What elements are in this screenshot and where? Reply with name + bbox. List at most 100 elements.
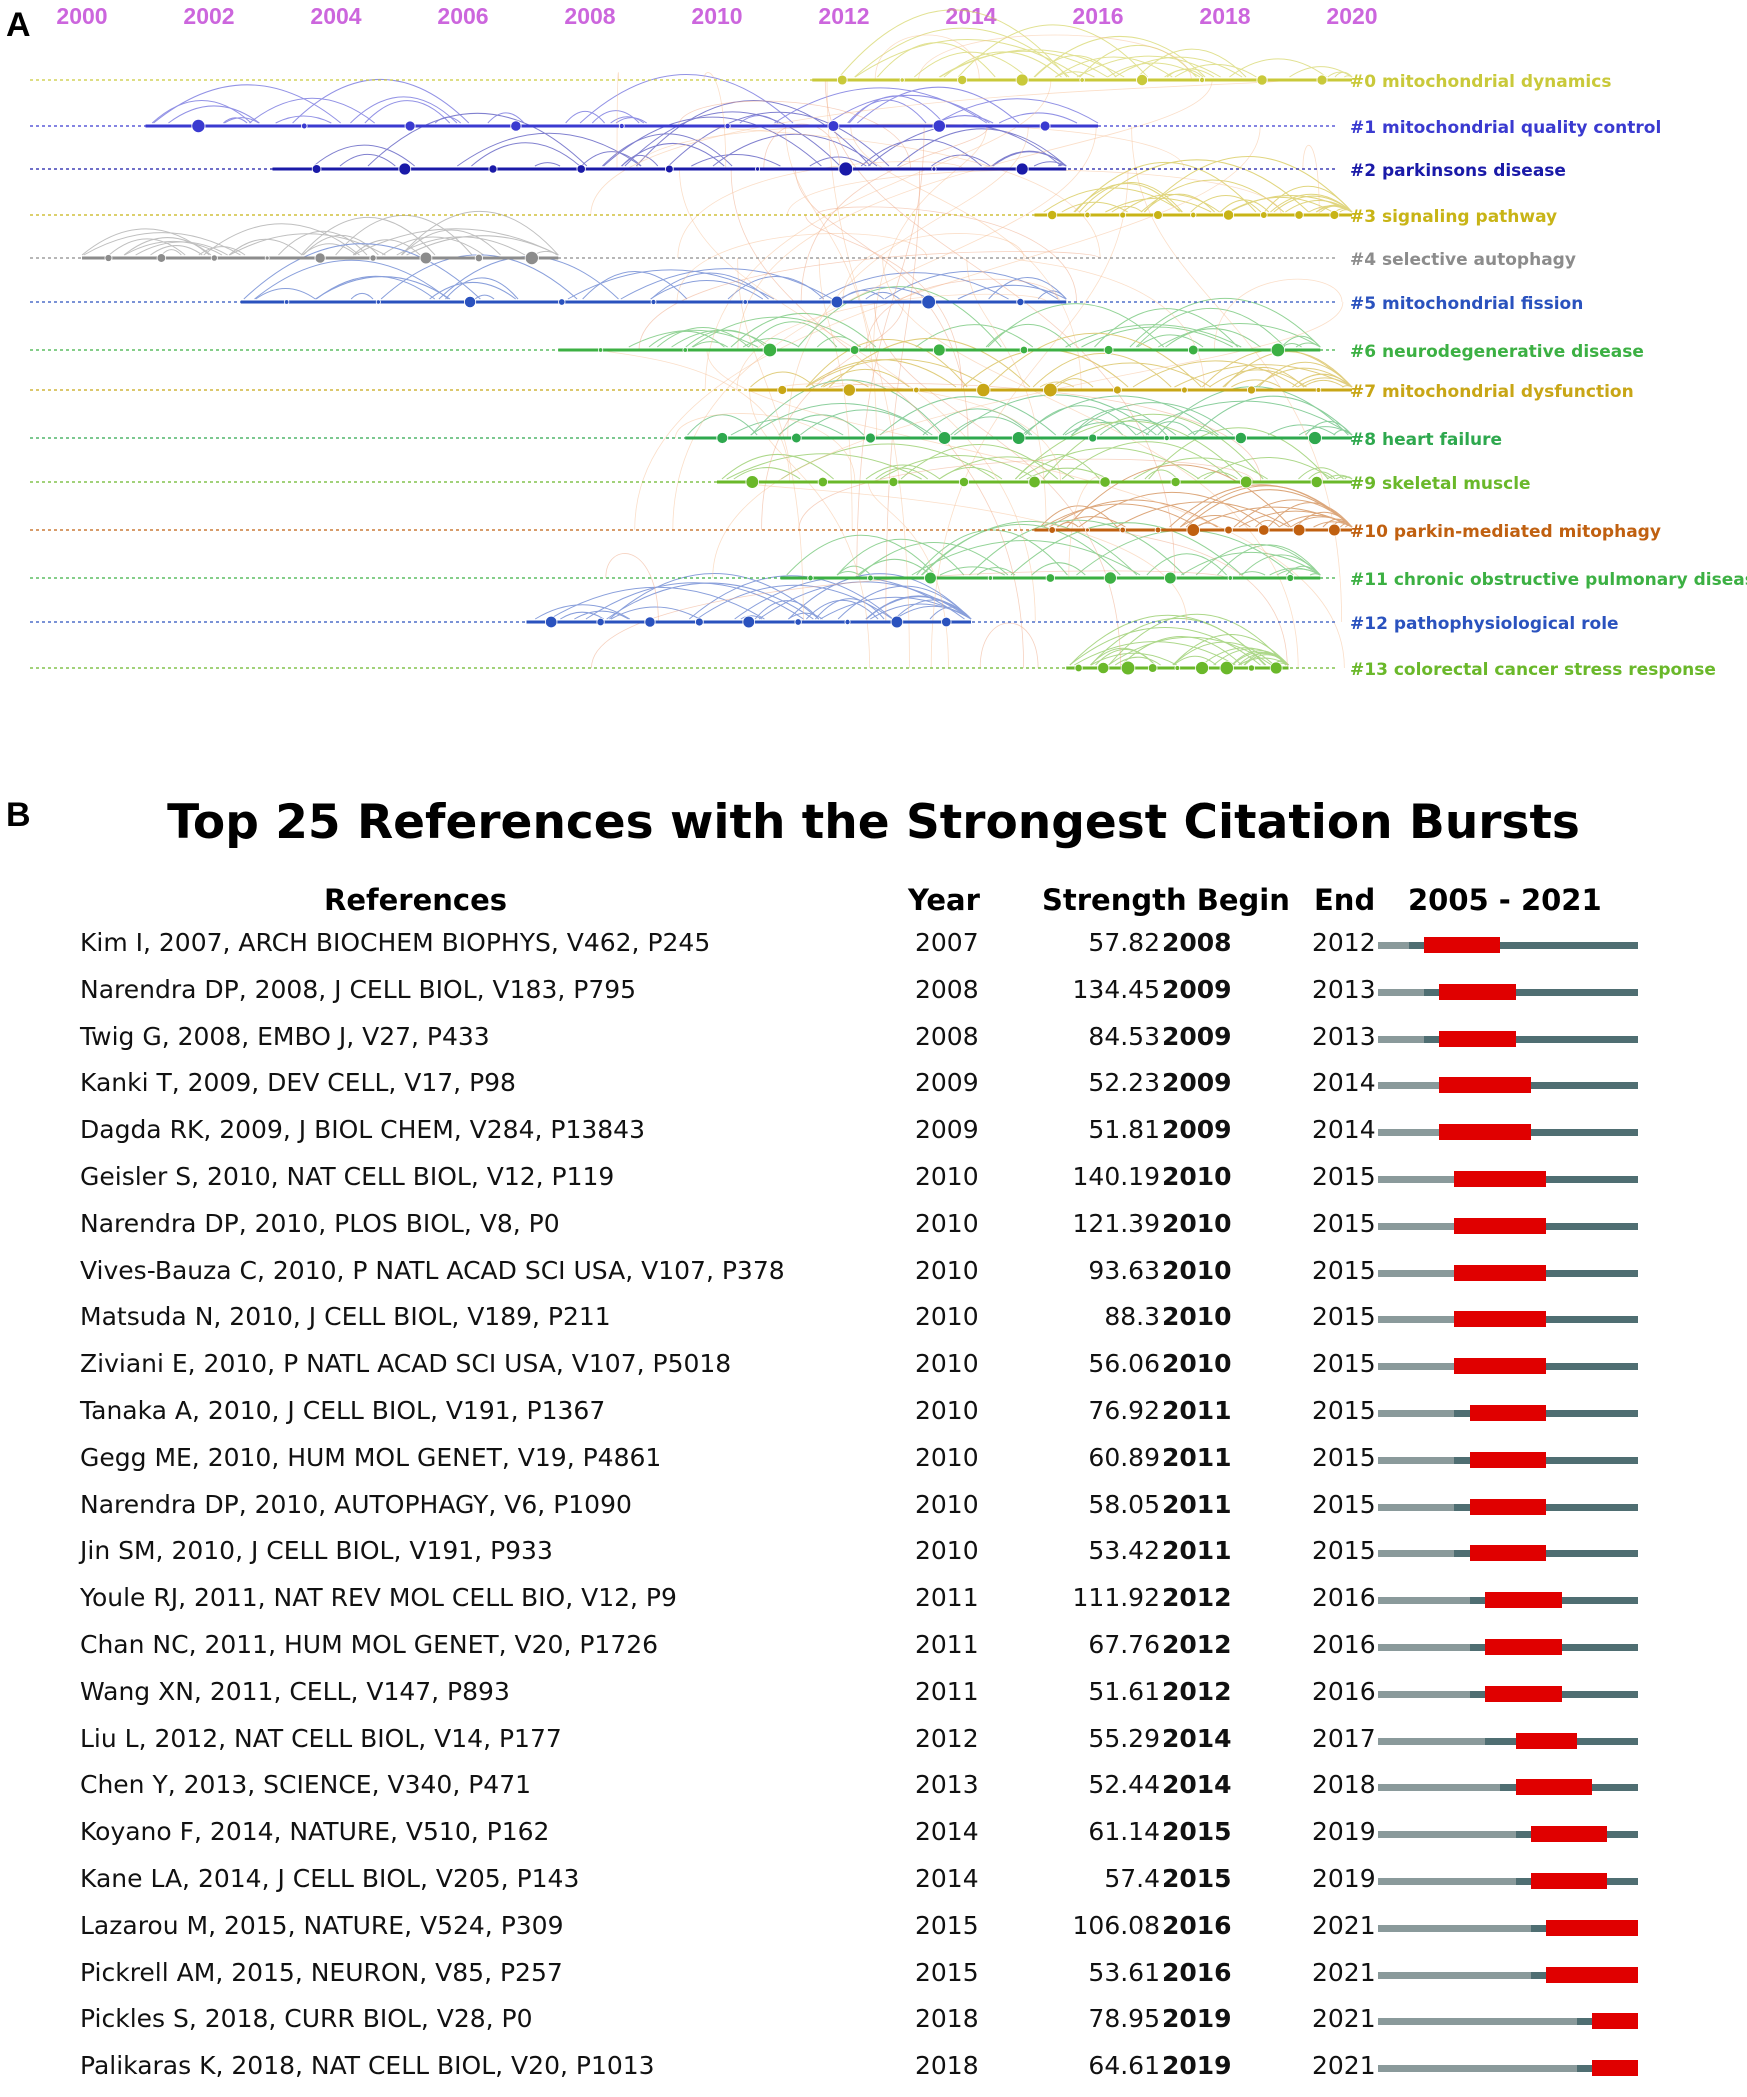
strength-cell: 106.08 xyxy=(1020,1911,1160,1941)
end-cell: 2014 xyxy=(1312,1068,1376,1098)
begin-cell: 2016 xyxy=(1162,1958,1232,1988)
burst-row: Vives-Bauza C, 2010, P NATL ACAD SCI USA… xyxy=(0,1256,1747,1302)
cocitation-arc xyxy=(244,244,481,299)
cocitation-arc xyxy=(340,154,395,166)
strength-cell: 76.92 xyxy=(1020,1396,1160,1426)
burst-table-title: Top 25 References with the Strongest Cit… xyxy=(0,795,1747,850)
timeline-inactive-segment xyxy=(1378,1878,1516,1885)
strength-cell: 53.61 xyxy=(1020,1958,1160,1988)
cluster-label: #8 heart failure xyxy=(1350,430,1502,450)
reference-cell: Lazarou M, 2015, NATURE, V524, P309 xyxy=(80,1911,563,1941)
end-cell: 2016 xyxy=(1312,1583,1376,1613)
cluster-node xyxy=(831,296,843,308)
cluster-label: #4 selective autophagy xyxy=(1350,250,1576,270)
cocitation-arc xyxy=(1231,380,1280,387)
cluster-node xyxy=(938,432,951,445)
cluster-node xyxy=(843,384,855,396)
begin-cell: 2009 xyxy=(1162,1115,1232,1145)
reference-cell: Chen Y, 2013, SCIENCE, V340, P471 xyxy=(80,1770,531,1800)
year-cell: 2010 xyxy=(915,1349,979,1379)
begin-cell: 2008 xyxy=(1162,928,1232,958)
cluster-node xyxy=(665,165,673,173)
cluster-node xyxy=(464,296,475,307)
year-cell: 2010 xyxy=(915,1443,979,1473)
cluster-node xyxy=(778,385,787,394)
end-cell: 2016 xyxy=(1312,1677,1376,1707)
year-cell: 2012 xyxy=(915,1724,979,1754)
cluster-node xyxy=(1154,211,1163,220)
burst-bar xyxy=(1454,1265,1546,1281)
cluster-node xyxy=(1258,525,1269,536)
timeline-active-segment xyxy=(1516,1878,1638,1885)
reference-cell: Kim I, 2007, ARCH BIOCHEM BIOPHYS, V462,… xyxy=(80,928,710,958)
cluster-node xyxy=(1260,212,1267,219)
cocitation-arc xyxy=(625,112,840,166)
year-cell: 2014 xyxy=(915,1864,979,1894)
begin-cell: 2010 xyxy=(1162,1302,1232,1332)
timeline-active-segment xyxy=(1577,2065,1638,2072)
begin-cell: 2010 xyxy=(1162,1256,1232,1286)
cluster-node xyxy=(1330,210,1339,219)
strength-cell: 53.42 xyxy=(1020,1536,1160,1566)
burst-bar xyxy=(1439,1124,1531,1140)
timeline-active-segment xyxy=(1439,1129,1638,1136)
end-cell: 2021 xyxy=(1312,2051,1376,2081)
cluster-node xyxy=(683,348,688,353)
timeline-inactive-segment xyxy=(1378,1457,1454,1464)
cocitation-arc xyxy=(365,101,450,123)
cocitation-arc xyxy=(136,242,228,255)
burst-bar xyxy=(1454,1358,1546,1374)
begin-cell: 2012 xyxy=(1162,1630,1232,1660)
cluster-node xyxy=(315,253,325,263)
begin-cell: 2010 xyxy=(1162,1349,1232,1379)
cluster-node xyxy=(1188,345,1198,355)
cocitation-arc xyxy=(855,39,1080,77)
cluster-node xyxy=(924,572,936,584)
year-label: 2014 xyxy=(945,3,996,29)
cocitation-arc xyxy=(651,273,769,299)
cross-link xyxy=(1069,477,1104,578)
cluster-node xyxy=(1295,211,1303,219)
cluster-node xyxy=(1316,388,1321,393)
timeline-active-segment xyxy=(1454,1550,1638,1557)
cocitation-arc xyxy=(314,145,415,166)
burst-bar xyxy=(1531,1826,1607,1842)
cluster-node xyxy=(1155,527,1161,533)
cocitation-arc xyxy=(162,250,182,255)
cocitation-arc xyxy=(249,98,374,123)
burst-bar xyxy=(1454,1311,1546,1327)
end-cell: 2021 xyxy=(1312,1958,1376,1988)
reference-cell: Geisler S, 2010, NAT CELL BIOL, V12, P11… xyxy=(80,1162,614,1192)
cluster-node xyxy=(865,433,875,443)
cluster-node xyxy=(405,121,415,131)
cluster-node xyxy=(1308,431,1321,444)
cocitation-arc xyxy=(923,409,1032,435)
timeline-active-segment xyxy=(1454,1410,1638,1417)
cluster-node xyxy=(1046,574,1055,583)
burst-bar xyxy=(1439,984,1515,1000)
burst-bar xyxy=(1439,1031,1515,1047)
burst-row: Youle RJ, 2011, NAT REV MOL CELL BIO, V1… xyxy=(0,1583,1747,1629)
header-end: End xyxy=(1314,883,1375,917)
cluster-node xyxy=(988,576,992,580)
reference-cell: Matsuda N, 2010, J CELL BIOL, V189, P211 xyxy=(80,1302,611,1332)
timeline-active-segment xyxy=(1577,2018,1638,2025)
cocitation-arc xyxy=(691,155,780,166)
cluster-node xyxy=(808,575,813,580)
reference-cell: Koyano F, 2014, NATURE, V510, P162 xyxy=(80,1817,549,1847)
strength-cell: 67.76 xyxy=(1020,1630,1160,1660)
cluster-node xyxy=(559,299,566,306)
cross-link xyxy=(1214,279,1342,350)
cocitation-arc xyxy=(1080,45,1197,77)
begin-cell: 2009 xyxy=(1162,1022,1232,1052)
cross-link xyxy=(868,482,948,668)
year-cell: 2010 xyxy=(915,1396,979,1426)
timeline-active-segment xyxy=(1516,1831,1638,1838)
cross-link xyxy=(980,623,1038,668)
cluster-node xyxy=(933,120,945,132)
cross-link xyxy=(675,413,854,482)
cluster-node xyxy=(828,121,839,132)
